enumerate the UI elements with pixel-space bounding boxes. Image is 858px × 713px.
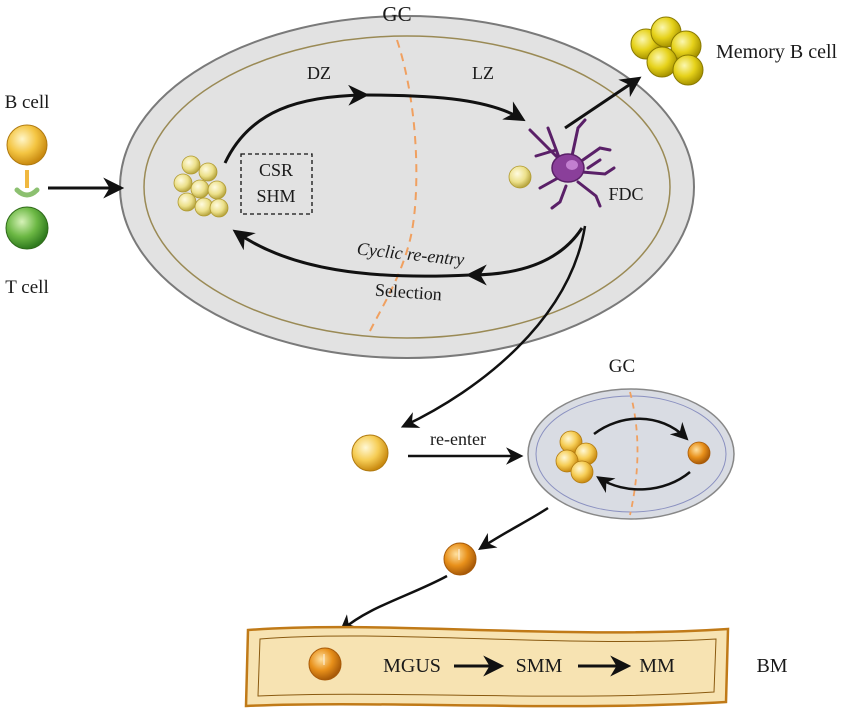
bm-plasma-cell [308,647,342,681]
plasma-cell [443,542,477,576]
light-zone-label: LZ [472,63,494,83]
arrow-to-plasma-cell [478,506,549,550]
arrow-mid-to-dz [232,229,471,278]
small-arrow-top [593,417,689,441]
arrow-to-memory [564,76,642,130]
secondary-germinal-center [527,388,735,520]
csr-label: CSR [259,160,293,180]
centroblast-cluster [173,155,229,218]
small-arrow-bottom [596,471,691,493]
memory-b-cell-label: Memory B cell [716,41,838,63]
arrow-fdc-to-mid [465,227,584,286]
selection-label: Selection [374,280,442,305]
gc-title: GC [382,2,411,26]
t-cell-label: T cell [5,277,48,298]
b-cell-icon [6,124,48,166]
b-cell-label: B cell [5,92,50,113]
shm-label: SHM [256,186,295,206]
csr-shm-box [240,153,313,215]
arrow-to-bm [339,574,448,633]
fdc-nucleus [566,160,578,170]
main-germinal-center [119,15,695,359]
bone-marrow-inner [257,635,717,697]
centrocyte [508,165,532,189]
re-enter-label: re-enter [430,429,486,449]
arrow-mid-to-lz [364,93,526,122]
reentry-b-cell [351,434,389,472]
t-cell-icon [5,206,49,250]
smm-label: SMM [516,655,563,677]
tcr-receptor [14,187,40,198]
fdc-label: FDC [608,184,643,204]
zone-divider [367,39,418,336]
bm-label: BM [756,655,787,677]
arrow-dz-to-mid [223,84,370,164]
small-gc-cluster [555,430,598,484]
small-gc-title: GC [609,356,635,377]
memory-b-cell-cluster [630,16,704,86]
mm-label: MM [639,655,675,677]
small-gc-plasma-cell [687,441,711,465]
dark-zone-label: DZ [307,63,331,83]
mgus-label: MGUS [383,655,441,677]
arrow-fdc-to-reentry [400,225,587,428]
fdc-cell-icon [528,118,616,210]
